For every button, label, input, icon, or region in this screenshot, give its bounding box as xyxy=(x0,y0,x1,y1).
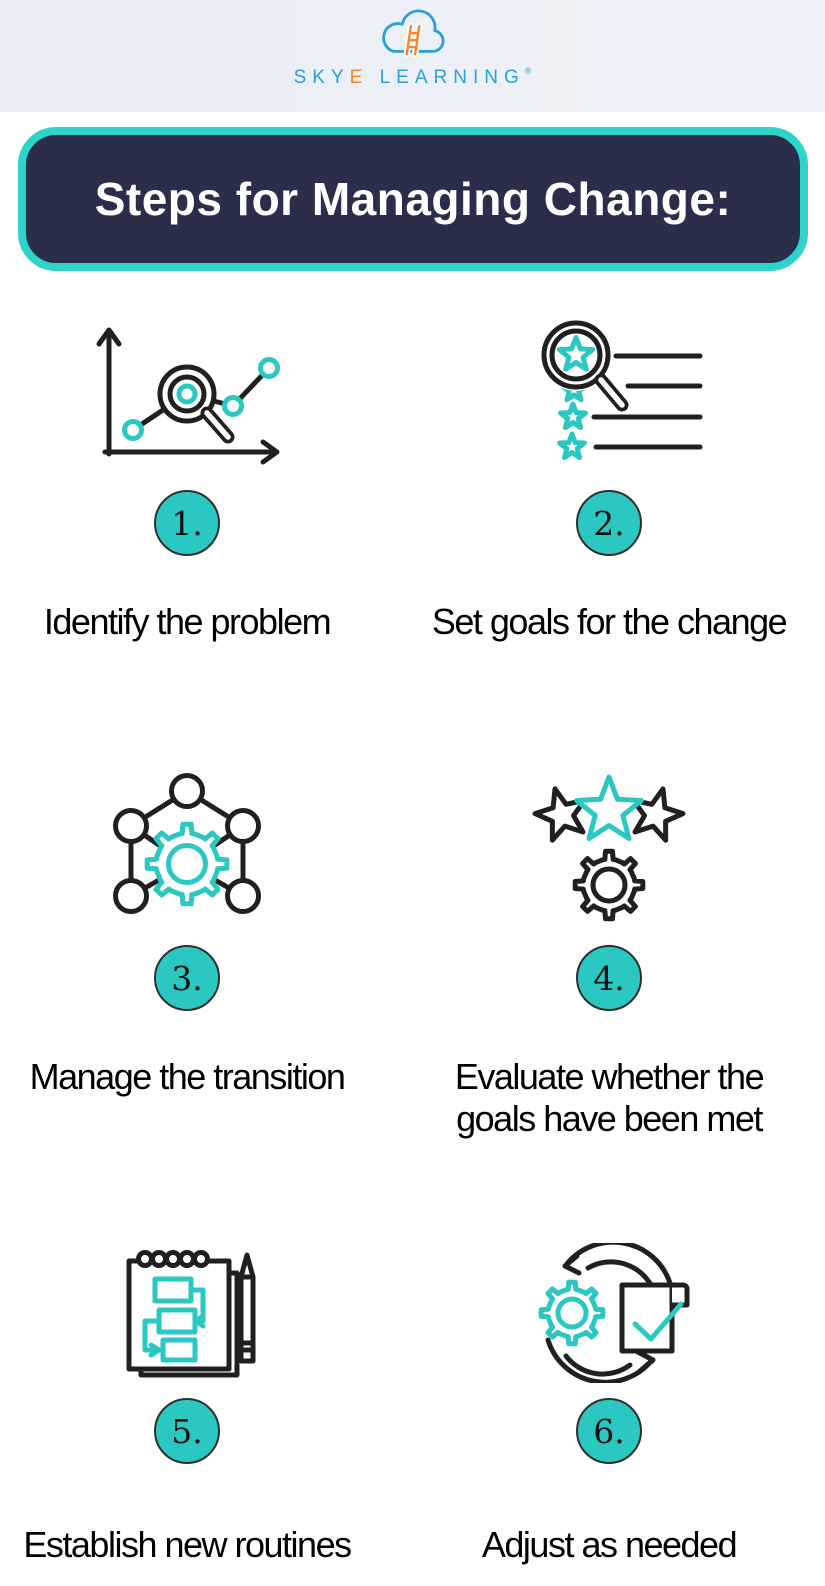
magnifier-lens xyxy=(541,320,610,390)
step-number-badge: 6. xyxy=(576,1398,642,1464)
step-label: Establish new routines xyxy=(23,1524,352,1565)
step-number-badge: 3. xyxy=(154,945,220,1011)
document-curl xyxy=(669,1282,690,1308)
brand-suffix: LEARNING xyxy=(368,67,525,88)
spiral-ring xyxy=(150,1250,168,1268)
step-label: Adjust as needed xyxy=(481,1524,738,1565)
step-1: 1. Identify the problem xyxy=(0,318,374,643)
cycle-arrowhead xyxy=(562,1253,582,1276)
lens-star xyxy=(556,335,595,372)
list-star xyxy=(556,431,587,460)
step-4-iconbox xyxy=(530,769,688,945)
goal-list-magnifier-icon xyxy=(539,319,702,460)
step-number: 3. xyxy=(171,958,203,998)
step-label: Set goals for the change xyxy=(431,601,788,642)
step-6-iconbox xyxy=(524,1243,694,1398)
checkmark xyxy=(632,1301,684,1342)
cycle-arc-top xyxy=(563,1243,673,1286)
document xyxy=(619,1282,675,1354)
flow-box xyxy=(160,1337,198,1363)
brand-accent-letter: E xyxy=(349,67,369,88)
step-2-iconbox xyxy=(516,318,703,490)
registered-mark: ® xyxy=(524,66,532,76)
cloud-ladder-icon xyxy=(381,9,444,58)
y-axis-arrow xyxy=(96,327,122,347)
step-3: 3. Manage the transition xyxy=(0,769,374,1098)
header-band: SKYE LEARNING® xyxy=(0,0,825,112)
page-title: Steps for Managing Change: xyxy=(94,173,732,225)
flow-box xyxy=(152,1276,194,1304)
step-number-badge: 4. xyxy=(576,945,642,1011)
chart-magnifier-icon xyxy=(96,327,280,465)
pencil-tip xyxy=(238,1252,256,1280)
spiral-ring xyxy=(178,1250,196,1268)
step-5: 5. Establish new routines xyxy=(0,1243,374,1566)
flow-box xyxy=(156,1307,198,1335)
spiral-ring xyxy=(136,1250,154,1268)
gear-document-cycle-icon xyxy=(538,1243,690,1383)
step-number-badge: 1. xyxy=(154,490,220,556)
side-star xyxy=(532,786,588,843)
list-lines xyxy=(591,353,702,450)
network-gear-icon xyxy=(113,773,261,914)
spiral-ring xyxy=(164,1250,182,1268)
pencil-body xyxy=(238,1274,256,1364)
notepad-flowchart-icon xyxy=(126,1250,256,1378)
list-star xyxy=(557,401,588,430)
step-number-badge: 5. xyxy=(154,1398,220,1464)
step-1-iconbox xyxy=(87,318,287,490)
x-axis-arrow xyxy=(260,439,280,465)
step-number-badge: 2. xyxy=(576,490,642,556)
network-node xyxy=(225,878,261,914)
step-number: 2. xyxy=(593,503,625,543)
step-label: Evaluate whether the goals have been met xyxy=(454,1056,765,1140)
side-star xyxy=(630,786,686,843)
network-node xyxy=(169,773,205,809)
cycle-arc-bottom-inner xyxy=(563,1353,633,1377)
spiral-ring xyxy=(192,1250,210,1268)
stars-gear-icon xyxy=(532,774,686,922)
brand-wordmark: SKYE LEARNING® xyxy=(294,66,532,89)
step-label: Identify the problem xyxy=(43,601,332,642)
network-node xyxy=(113,878,149,914)
step-number: 6. xyxy=(593,1411,625,1451)
cycle-arc-top-inner xyxy=(585,1259,655,1290)
brand-prefix: SKY xyxy=(293,67,350,88)
ladder-glyph xyxy=(403,23,422,58)
center-star xyxy=(574,774,644,841)
step-5-iconbox xyxy=(113,1243,261,1398)
back-sheet xyxy=(138,1270,240,1378)
step-2: 2. Set goals for the change xyxy=(422,318,796,643)
network-node xyxy=(225,808,261,844)
title-banner: Steps for Managing Change: xyxy=(18,127,808,271)
step-number: 5. xyxy=(171,1411,203,1451)
step-4: 4. Evaluate whether the goals have been … xyxy=(422,769,796,1140)
step-label: Manage the transition xyxy=(29,1056,346,1097)
step-number: 4. xyxy=(593,958,625,998)
network-node xyxy=(113,808,149,844)
step-6: 6. Adjust as needed xyxy=(422,1243,796,1566)
step-number: 1. xyxy=(171,503,203,543)
step-3-iconbox xyxy=(108,769,266,945)
cycle-arrowhead xyxy=(635,1349,656,1374)
